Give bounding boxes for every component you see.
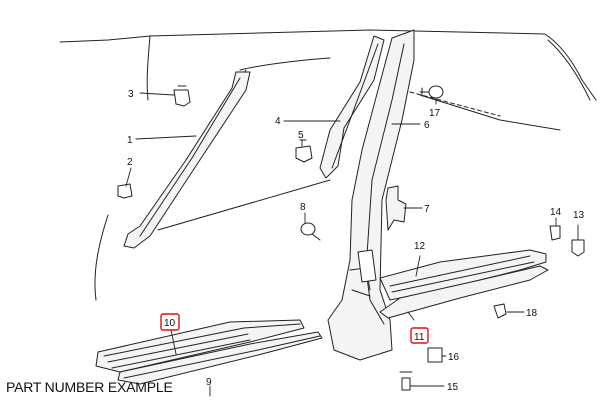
callout-4: 4 [275,116,281,127]
callout-18: 18 [526,308,538,319]
body-outline [59,29,597,101]
front-sill-trim-lines [103,323,301,369]
rear-sill-trim-lines [389,255,535,293]
callout-1: 1 [127,135,133,146]
callout-14: 14 [550,207,562,218]
highlight-box-11 [410,327,429,344]
bracket-part-7 [385,185,407,231]
highlight-boxes [160,313,429,344]
caption: PART NUMBER EXAMPLE [6,379,173,395]
door-frame-line [94,94,561,301]
a-pillar-inner-line [139,77,241,237]
clip-part-13 [571,239,585,257]
callout-16: 16 [448,352,460,363]
callout-8: 8 [300,202,306,213]
callout-12: 12 [414,241,426,252]
grommet-part-8 [300,222,316,236]
callout-6: 6 [424,120,430,131]
screw-part-15 [399,371,413,391]
callout-13: 13 [573,210,585,221]
callout-17: 17 [429,108,441,119]
callout-11: 11 [414,332,425,343]
clip-part-2 [117,183,133,199]
callout-15: 15 [447,382,459,393]
clip-part-14 [549,225,561,241]
leader-lines [125,92,579,397]
grommet-part-8-tail [311,233,321,241]
b-pillar-inner-line [365,43,405,325]
push-pin-part-17-stem [419,87,430,97]
front-sill-trim [95,319,305,373]
callout-9: 9 [206,377,212,388]
highlight-box-10 [160,313,180,331]
callout-7: 7 [424,204,430,215]
door-dashed-line [409,91,501,117]
push-pin-part-17 [428,85,444,99]
callout-5: 5 [298,130,304,141]
a-pillar-trim [123,71,251,249]
front-sill-cover-lines [123,335,321,379]
screw-part-18 [493,303,507,319]
clip-part-16 [427,347,443,363]
callout-labels: 3 1 2 4 5 6 17 8 7 14 13 12 18 10 11 16 … [127,89,585,393]
rear-sill-cover [379,265,549,319]
callout-10: 10 [164,318,176,329]
clip-part-3 [173,85,191,107]
b-pillar-clip [357,249,377,283]
clip-part-5 [295,139,313,163]
b-pillar-upper-inner [331,43,379,169]
callout-2: 2 [127,157,133,168]
callout-3: 3 [128,89,134,100]
